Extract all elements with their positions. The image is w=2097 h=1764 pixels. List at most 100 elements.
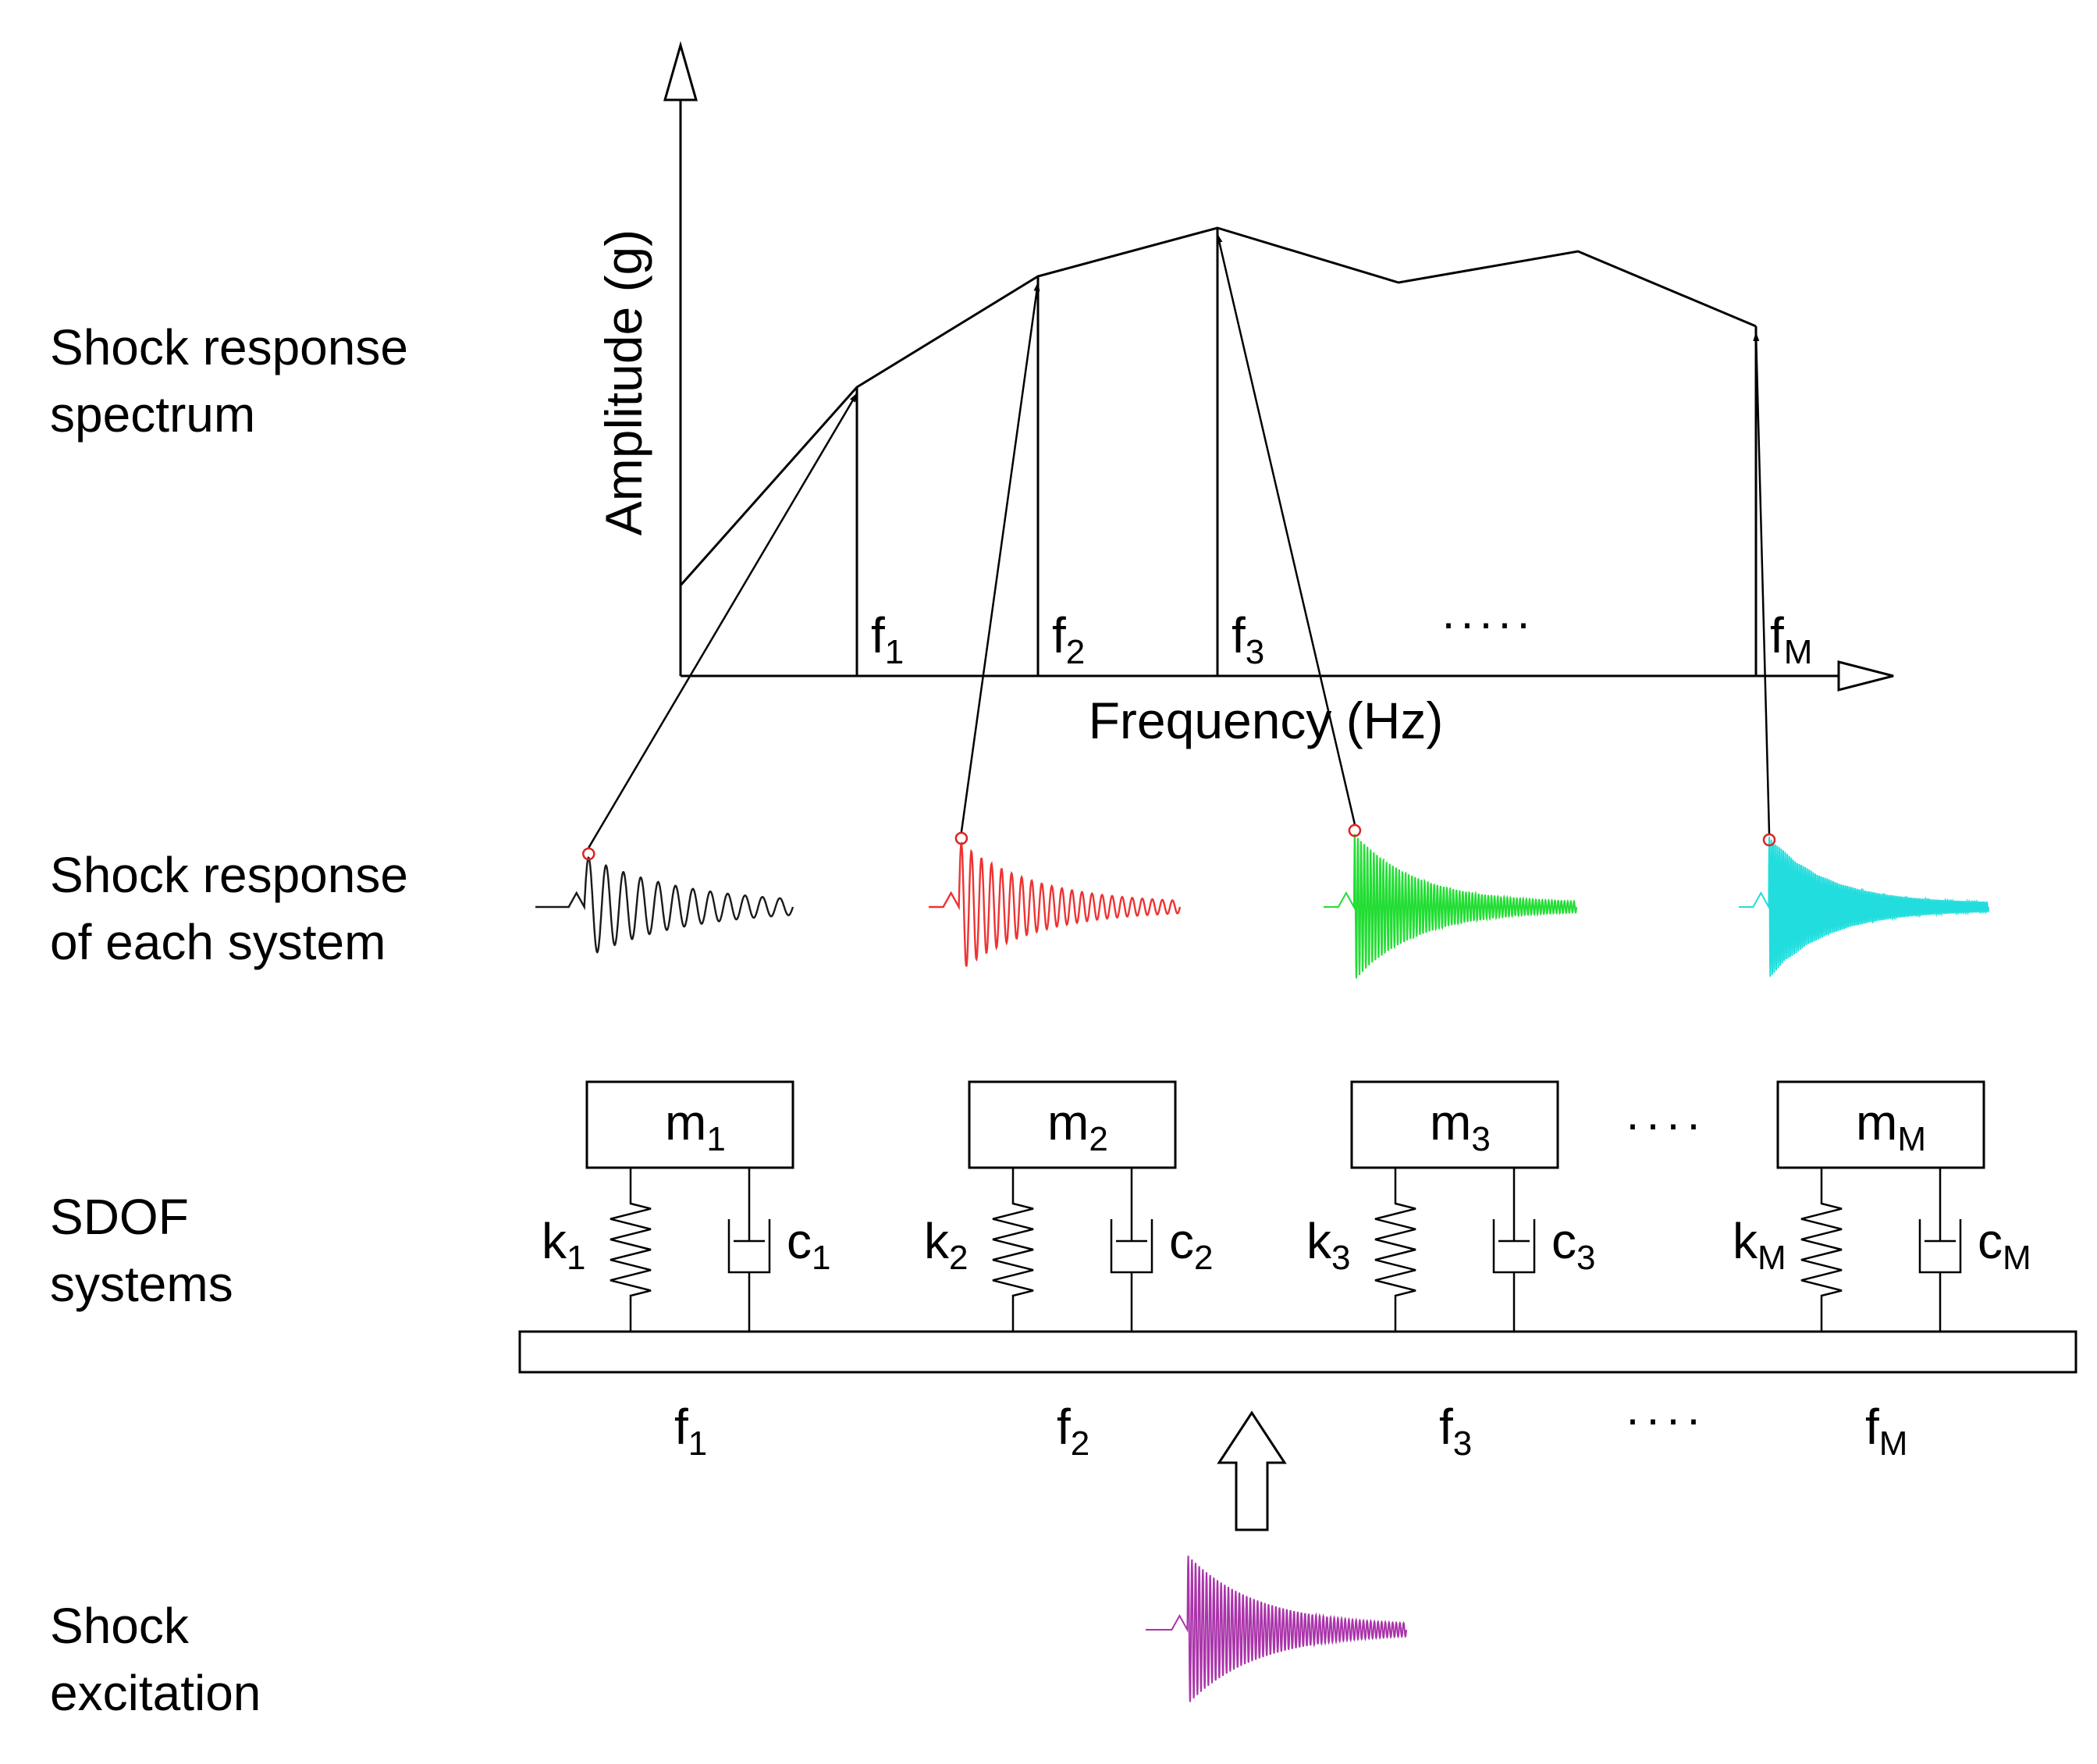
excitation-waveform: [1146, 1556, 1407, 1702]
response-waveform-4: [1739, 833, 1989, 977]
system-frequency-label-subscript: 1: [688, 1424, 707, 1463]
x-axis-arrowhead: [1837, 660, 1894, 692]
response-waveform-3: [1324, 823, 1577, 979]
mass-label-subscript: M: [1897, 1120, 1926, 1158]
spectrum-ellipsis: ·····: [1441, 596, 1534, 649]
row-label-sdof-systems: SDOF systems: [50, 1183, 233, 1318]
spring-label-subscript: 1: [567, 1239, 585, 1277]
damper-label: c1: [787, 1213, 830, 1277]
row-label-line: excitation: [50, 1665, 261, 1721]
spring-label-base: k: [1733, 1213, 1758, 1269]
peak-marker: [1348, 823, 1362, 838]
damper-label: cM: [1978, 1213, 2031, 1277]
response-to-spectrum-arrows: [588, 233, 1771, 848]
spring-label: kM: [1733, 1213, 1786, 1277]
damper-label-base: c: [1978, 1213, 2003, 1269]
system-frequency-label-base: f: [674, 1399, 688, 1455]
response-waveform-trace: [535, 856, 794, 954]
mass-label-subscript: 2: [1089, 1120, 1107, 1158]
spring-symbol: [1374, 1168, 1416, 1332]
frequency-tick-label: f1: [871, 607, 904, 671]
spring-label-base: k: [1306, 1213, 1332, 1269]
row-label-line: SDOF: [50, 1189, 189, 1245]
frequency-tick-label-base: f: [1770, 607, 1784, 663]
system-frequency-label-subscript: 3: [1453, 1424, 1472, 1463]
damper-label-subscript: 1: [812, 1239, 830, 1277]
peak-marker: [1762, 833, 1776, 847]
mass-block: [1350, 1080, 1559, 1169]
frequency-tick-label-subscript: 1: [885, 633, 904, 671]
mass-block: [1776, 1080, 1985, 1169]
damper-label-subscript: 3: [1576, 1239, 1595, 1277]
system-frequency-label: f3: [1439, 1399, 1472, 1463]
mass-label-base: m: [1047, 1094, 1089, 1151]
excitation-up-arrow: [1217, 1410, 1287, 1531]
row-label-shock-response-spectrum: Shock response spectrum: [50, 314, 408, 448]
system-frequency-label: f1: [674, 1399, 707, 1463]
x-axis-label: Frequency (Hz): [1089, 692, 1444, 749]
excitation: [1146, 1410, 1407, 1702]
spring-label-subscript: 2: [949, 1239, 968, 1277]
system-frequency-label-base: f: [1439, 1399, 1453, 1455]
row-label-line: spectrum: [50, 386, 256, 443]
spring-label-base: k: [542, 1213, 567, 1269]
response-to-spectrum-arrow: [960, 282, 1040, 833]
damper-label-base: c: [1169, 1213, 1194, 1269]
frequency-tick-label-base: f: [1232, 607, 1246, 663]
frequency-tick-label: fM: [1770, 607, 1812, 671]
mass-label: m2: [1047, 1094, 1108, 1158]
response-to-spectrum-arrow: [588, 393, 858, 848]
spring-symbol: [1800, 1168, 1843, 1332]
damper-label-subscript: M: [2003, 1239, 2031, 1277]
spring-label-base: k: [924, 1213, 950, 1269]
spring-label-subscript: 3: [1331, 1239, 1350, 1277]
y-axis-label: Amplitude (g): [595, 229, 652, 536]
spring-symbol: [610, 1168, 652, 1332]
systems-ellipsis: ····: [1625, 1097, 1706, 1150]
row-label-line: Shock response: [50, 319, 408, 375]
mass-label-base: m: [665, 1094, 706, 1151]
spring-label: k3: [1306, 1213, 1350, 1277]
damper-label: c2: [1169, 1213, 1213, 1277]
spring-label: k2: [924, 1213, 968, 1277]
mass-label: mM: [1856, 1094, 1926, 1158]
response-to-spectrum-arrow: [1216, 233, 1356, 825]
mass-label-base: m: [1430, 1094, 1471, 1151]
system-frequency-label: f2: [1057, 1399, 1089, 1463]
frequency-tick-label: f3: [1232, 607, 1264, 671]
mass-label-subscript: 3: [1471, 1120, 1490, 1158]
response-waveform-trace: [929, 841, 1182, 967]
row-label-shock-response-each-system: Shock response of each system: [50, 841, 408, 976]
peak-marker: [582, 847, 595, 861]
row-label-line: systems: [50, 1256, 233, 1312]
row-label-shock-excitation: Shock excitation: [50, 1592, 261, 1727]
damper-label: c3: [1551, 1213, 1595, 1277]
frequency-tick-label-subscript: 3: [1246, 633, 1264, 671]
response-waveform-2: [929, 831, 1182, 967]
mass-label: m3: [1430, 1094, 1491, 1158]
base-plate: [518, 1330, 2077, 1374]
mass-label-base: m: [1856, 1094, 1897, 1151]
spring-label: k1: [542, 1213, 585, 1277]
frequency-tick-label: f2: [1052, 607, 1085, 671]
system-frequency-label-base: f: [1865, 1399, 1879, 1455]
response-waveform-1: [535, 847, 794, 954]
mass-label: m1: [665, 1094, 726, 1158]
peak-marker: [954, 831, 969, 845]
damper-label-subscript: 2: [1194, 1239, 1213, 1277]
response-waveform-trace: [1739, 836, 1989, 977]
system-frequency-label-base: f: [1057, 1399, 1071, 1455]
system-frequency-label: fM: [1865, 1399, 1907, 1463]
mass-block: [585, 1080, 794, 1169]
frequency-tick-label-base: f: [1052, 607, 1066, 663]
spring-symbol: [992, 1168, 1034, 1332]
frequency-tick-label-base: f: [871, 607, 885, 663]
systems-ellipsis: ····: [1625, 1392, 1706, 1445]
mass-label-subscript: 1: [706, 1120, 725, 1158]
frequency-tick-label-subscript: M: [1784, 633, 1813, 671]
